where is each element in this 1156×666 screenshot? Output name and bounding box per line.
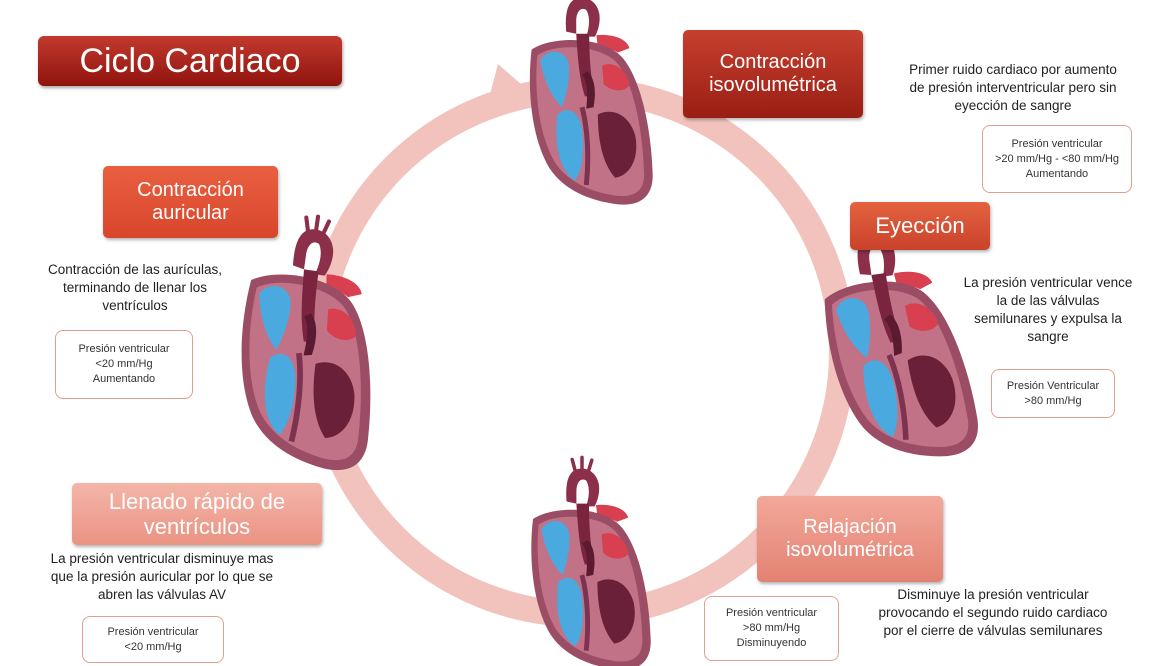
phase-description-isovolumetric-relaxation: Disminuye la presión ventricular provoca…: [848, 586, 1138, 640]
pressure-box-ejection: Presión Ventricular >80 mm/Hg: [991, 369, 1115, 418]
phase-description-isovolumetric-contraction: Primer ruido cardiaco por aumento de pre…: [888, 61, 1138, 115]
heart-illustration-icon: [531, 457, 650, 666]
diagram-title: Ciclo Cardiaco: [38, 36, 342, 86]
pressure-box-isovolumetric-contraction: Presión ventricular >20 mm/Hg - <80 mm/H…: [982, 125, 1132, 193]
phase-label-isovolumetric-contraction: Contracción isovolumétrica: [683, 30, 863, 118]
heart-illustration-icon: [225, 208, 398, 474]
pressure-box-isovolumetric-relaxation: Presión ventricular >80 mm/Hg Disminuyen…: [704, 596, 839, 661]
phase-label-rapid-filling: Llenado rápido de ventrículos: [72, 483, 322, 545]
pressure-box-atrial-contraction: Presión ventricular <20 mm/Hg Aumentando: [55, 330, 193, 399]
phase-label-isovolumetric-relaxation: Relajación isovolumétrica: [757, 496, 943, 582]
phase-description-atrial-contraction: Contracción de las aurículas, terminando…: [10, 261, 260, 315]
pressure-box-rapid-filling: Presión ventricular <20 mm/Hg: [82, 616, 224, 663]
phase-description-ejection: La presión ventricular vence la de las v…: [942, 274, 1154, 346]
phase-label-ejection: Eyección: [850, 202, 990, 250]
phase-description-rapid-filling: La presión ventricular disminuye mas que…: [4, 550, 320, 604]
phase-label-atrial-contraction: Contracción auricular: [103, 166, 278, 238]
heart-illustration-icon: [530, 0, 653, 205]
